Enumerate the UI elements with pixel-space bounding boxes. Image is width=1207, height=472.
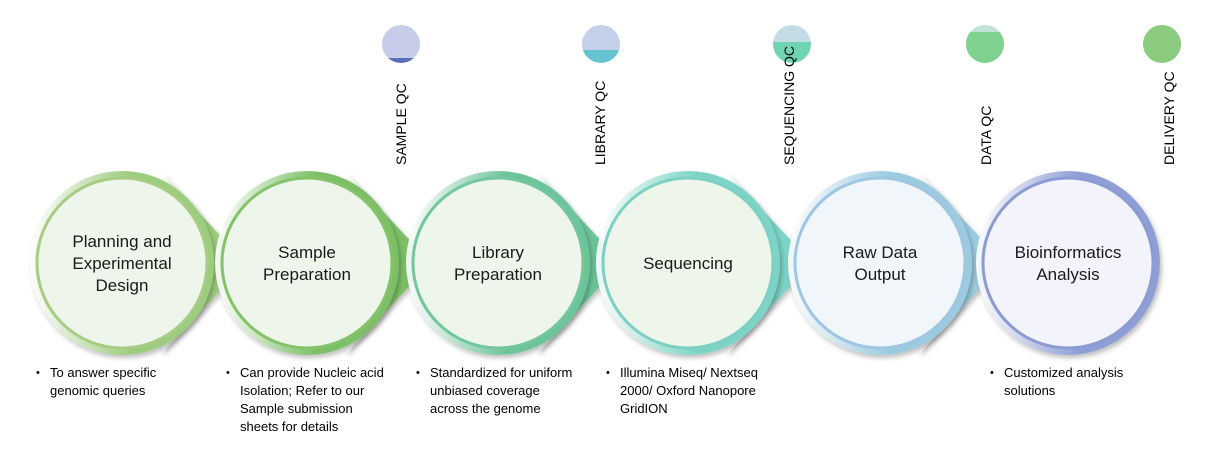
qc-bubble-rim (1141, 23, 1183, 65)
stage-inner-disc (601, 176, 775, 350)
qc-checkpoint: SAMPLE QC (380, 23, 422, 165)
qc-fill-level (1142, 24, 1182, 64)
stage-description-text: Illumina Miseq/ Nextseq 2000/ Oxford Nan… (620, 365, 758, 416)
stage-label: Raw Data (843, 243, 918, 262)
bullet-icon: • (416, 367, 420, 379)
stage-label: Preparation (454, 265, 542, 284)
stage-label: Preparation (263, 265, 351, 284)
qc-checkpoints: SAMPLE QC LIBRARY QC SEQUENCING QC DATA QC D… (380, 23, 1183, 165)
bullet-icon: • (606, 367, 610, 379)
stage-inner-disc (35, 176, 209, 350)
qc-label: SEQUENCING QC (781, 46, 797, 165)
stage-description-text: Customized analysis solutions (1004, 365, 1124, 398)
stage-description-text: To answer specific genomic queries (50, 365, 157, 398)
stage-description: • Illumina Miseq/ Nextseq 2000/ Oxford Na… (606, 364, 776, 418)
stage-label: Sequencing (643, 254, 733, 273)
qc-checkpoint: DELIVERY QC (1141, 23, 1183, 165)
qc-bubble-rim (580, 23, 622, 65)
qc-checkpoint: LIBRARY QC (580, 23, 622, 165)
qc-bubble-rim (964, 23, 1006, 65)
qc-bubble-rim (771, 23, 813, 65)
stage-circle: Sequencing (596, 171, 812, 355)
stage-label: Analysis (1036, 265, 1099, 284)
qc-label: DATA QC (978, 106, 994, 165)
stage-circles: Planning andExperimentalDesignSamplePrep… (30, 171, 1160, 355)
stage-inner-disc (220, 176, 394, 350)
bullet-icon: • (36, 367, 40, 379)
qc-checkpoint: SEQUENCING QC (771, 23, 813, 165)
qc-label: SAMPLE QC (393, 83, 409, 165)
stage-label: Planning and (72, 232, 171, 251)
stage-label: Bioinformatics (1015, 243, 1122, 262)
bullet-icon: • (226, 367, 230, 379)
qc-label: DELIVERY QC (1161, 71, 1177, 165)
stage-description-text: Can provide Nucleic acid Isolation; Refe… (240, 365, 384, 434)
qc-fill-level (381, 58, 421, 64)
stage-inner-disc (411, 176, 585, 350)
stage-label: Output (854, 265, 905, 284)
qc-bubble-rim (380, 23, 422, 65)
stage-label: Library (472, 243, 524, 262)
stage-label: Design (96, 276, 149, 295)
stage-description: • Can provide Nucleic acid Isolation; Ref… (226, 364, 386, 436)
stage-description: • To answer specific genomic queries (36, 364, 186, 400)
stage-description-text: Standardized for uniform unbiased covera… (430, 365, 573, 416)
stage-inner-disc (981, 176, 1155, 350)
qc-fill-level (772, 42, 812, 64)
qc-label: LIBRARY QC (592, 81, 608, 165)
stage-label: Sample (278, 243, 336, 262)
stage-inner-disc (793, 176, 967, 350)
stage-description: • Customized analysis solutions (990, 364, 1160, 400)
qc-checkpoint: DATA QC (964, 23, 1006, 165)
qc-indicator-bubble (381, 24, 421, 64)
stage-label: Experimental (72, 254, 171, 273)
bullet-icon: • (990, 367, 994, 379)
stage-description: • Standardized for uniform unbiased cover… (416, 364, 576, 418)
